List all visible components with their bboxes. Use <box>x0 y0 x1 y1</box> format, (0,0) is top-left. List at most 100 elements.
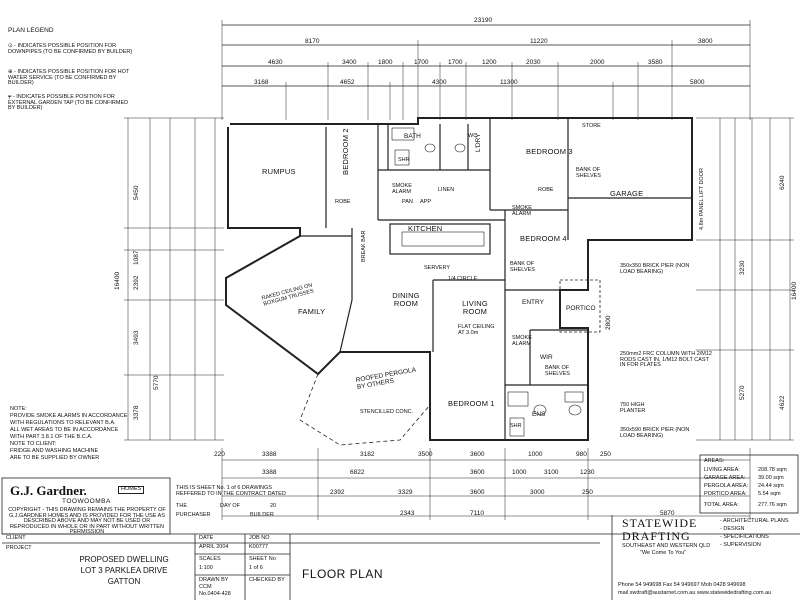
company-sub: HOMES <box>118 486 145 494</box>
dim-top-r3-8: 3580 <box>648 59 663 66</box>
dim-bottom-r3: 3000 <box>530 489 545 496</box>
note-line: WITH PART 3.8.1 OF THE B.C.A. <box>10 434 93 440</box>
sheet-label: SHEET No <box>249 556 276 562</box>
dim-top-r3-6: 2030 <box>526 59 541 66</box>
checked-label: CHECKED BY <box>249 577 285 583</box>
room-pan: PAN <box>402 199 413 205</box>
dim-top-r3-5: 1200 <box>482 59 497 66</box>
bank-shelves-3: BANK OF SHELVES <box>576 167 601 179</box>
drafting-service: - ARCHITECTURAL PLANS <box>720 518 789 524</box>
note-line: NOTE TO CLIENT: <box>10 441 57 447</box>
brick-pier-note-2: 350x590 BRICK PIER (NON LOAD BEARING) <box>620 427 690 439</box>
drafting-service: - SPECIFICATIONS <box>720 534 769 540</box>
room-linen: LINEN <box>438 187 455 193</box>
date-label: DATE <box>199 535 214 541</box>
room-dining: DINING ROOM <box>392 291 420 308</box>
dim-top-r3-1: 3400 <box>342 59 357 66</box>
dim-bottom-r2: 3600 <box>470 469 485 476</box>
room-ensuite: ENS <box>532 411 546 418</box>
drafting-region: SOUTHEAST AND WESTERN QLD <box>622 543 711 549</box>
dim-top-r3-7: 2000 <box>590 59 605 66</box>
dim-bottom-r1: 3500 <box>418 451 433 458</box>
dim-right-0: 6240 <box>779 175 786 190</box>
client-label: CLIENT <box>6 535 26 541</box>
dim-top-r2-0: 8170 <box>305 38 320 45</box>
room-wir: WIR <box>540 354 553 361</box>
dim-bottom-r4: 5870 <box>660 510 675 517</box>
drafting-service: - DESIGN <box>720 526 745 532</box>
dim-top-r3-0: 4630 <box>268 59 283 66</box>
room-bedroom-4: BEDROOM 4 <box>520 234 567 243</box>
flat-ceiling-note: FLAT CEILING AT 3.0m <box>458 324 495 336</box>
project-label: PROJECT <box>6 545 32 551</box>
area-value: 5.54 sqm <box>758 491 781 497</box>
dim-bottom-r1: 3600 <box>470 451 485 458</box>
drafting-email: mail swdraft@austarnet.com.au www.statew… <box>618 590 772 596</box>
contract-the: THE <box>176 503 187 509</box>
dim-left-4: 5770 <box>153 375 160 390</box>
legend-hws: ⊕ - INDICATES POSSIBLE POSITION FOR HOT … <box>8 69 130 86</box>
dim-bottom-r3: 250 <box>582 489 593 496</box>
smoke-alarm-1: SMOKE ALARM <box>392 183 412 195</box>
room-bedroom-1: BEDROOM 1 <box>448 399 495 408</box>
dim-right-3: 4622 <box>779 395 786 410</box>
legend-tap: ┯ - INDICATES POSSIBLE POSITION FOR EXTE… <box>8 94 129 111</box>
dim-bottom-r4: 2343 <box>400 510 415 517</box>
room-bedroom-3: BEDROOM 3 <box>526 147 573 156</box>
company-city: TOOWOOMBA <box>62 498 111 505</box>
dim-bottom-r4: 7110 <box>470 510 484 517</box>
downpipe-icon: ⊙ <box>8 43 15 49</box>
bank-shelves-4: BANK OF SHELVES <box>510 261 535 273</box>
dim-right-2: 2800 <box>605 315 612 330</box>
dim-bottom-r2: 1000 <box>512 469 527 476</box>
area-label: PORTICO AREA: <box>704 491 747 497</box>
room-wc: WC <box>468 133 478 139</box>
room-portico: PORTICO <box>566 305 596 312</box>
smoke-alarm-3: SMOKE ALARM <box>512 335 532 347</box>
room-app: APP <box>420 199 432 205</box>
note-line: ARE TO BE SUPPLIED BY OWNER <box>10 455 100 461</box>
drafting-name-2: DRAFTING <box>622 529 691 543</box>
smoke-alarm-2: SMOKE ALARM <box>512 205 532 217</box>
contract-day-of: DAY OF <box>220 503 240 509</box>
date-value: APRIL 2004 <box>199 544 229 550</box>
dim-top-r4-2: 4300 <box>432 79 447 86</box>
room-store: STORE <box>582 123 601 129</box>
sheet-value: 1 of 6 <box>249 565 263 571</box>
room-family: FAMILY <box>298 307 326 316</box>
panel-lift-door-note: 4.8m PANEL LIFT DOOR <box>699 168 705 230</box>
dim-right-overall: 16400 <box>791 281 798 300</box>
dim-left-overall: 16400 <box>114 271 121 290</box>
dim-bottom-r2: 3388 <box>262 469 277 476</box>
area-value: 39.00 sqm <box>758 475 784 481</box>
project-line-3: GATTON <box>107 577 141 586</box>
room-garage: GARAGE <box>610 189 644 198</box>
dim-right-1: 3230 <box>739 260 746 275</box>
room-bath: BATH <box>404 133 421 140</box>
dim-left-5: 3378 <box>133 405 140 420</box>
area-label: LIVING AREA: <box>704 467 740 473</box>
note-line: FRIDGE AND WASHING MACHINE <box>10 448 99 454</box>
note-line: WITH REGULATIONS TO RELEVANT B.A. <box>10 420 116 426</box>
dim-bottom-r1: 220 <box>214 451 225 458</box>
company-logo: G.J. Gardner. <box>10 483 87 498</box>
drawing-title: FLOOR PLAN <box>302 567 384 581</box>
stencilled-note: STENCILLED CONC. <box>360 409 414 415</box>
dim-bottom-r1: 3388 <box>262 451 277 458</box>
garden-tap-icon: ┯ <box>8 94 13 100</box>
dim-overall-top: 23190 <box>474 17 493 24</box>
area-label: PERGOLA AREA: <box>704 483 749 489</box>
project-line-2: LOT 3 PARKLEA DRIVE <box>80 566 168 575</box>
dim-bottom-r2: 6822 <box>350 469 365 476</box>
job-value: K00777 <box>249 544 268 550</box>
drafting-name-1: STATEWIDE <box>622 516 698 530</box>
area-total-label: TOTAL AREA: <box>704 502 739 508</box>
area-value: 24.44 sqm <box>758 483 784 489</box>
area-label: GARAGE AREA: <box>704 475 746 481</box>
dim-left-3: 3493 <box>133 330 140 345</box>
hot-water-icon: ⊕ <box>8 69 15 75</box>
room-rumpus: RUMPUS <box>262 167 296 176</box>
project-line-1: PROPOSED DWELLING <box>79 555 169 564</box>
note-line: NOTE: <box>10 406 27 412</box>
